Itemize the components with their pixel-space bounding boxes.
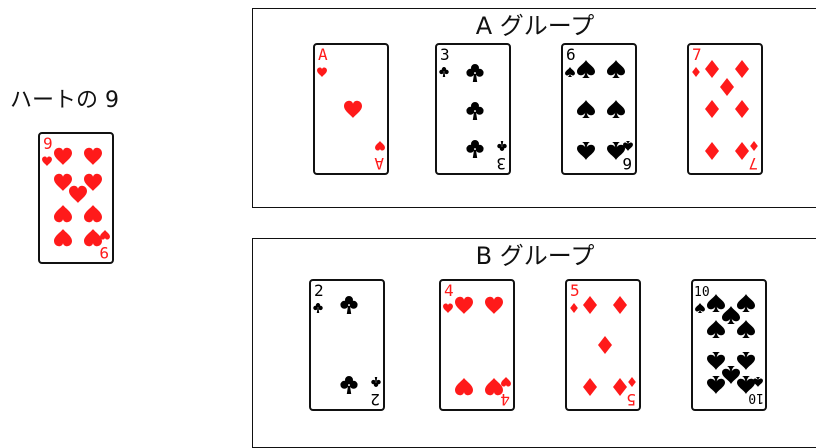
group-b-card-4[interactable]: 10 10: [691, 279, 767, 411]
group-a-card-1-face: AA: [313, 43, 389, 175]
group-b-card-4-face: 10 10: [691, 279, 767, 411]
group-b-card-1-rank-bottom: 2: [370, 390, 380, 409]
group-b-title: B グループ: [253, 243, 816, 269]
featured-card-label: ハートの 9: [10, 82, 119, 114]
group-a-card-3-face: 66: [561, 43, 637, 175]
group-a-card-2-face: 33: [435, 43, 511, 175]
group-a-card-2-rank-top: 3: [440, 45, 450, 64]
group-a-card-1-rank-bottom: A: [374, 154, 384, 173]
group-b-card-4-rank-top: 10: [694, 285, 710, 300]
group-a-title: A グループ: [253, 13, 816, 39]
group-a-card-4-rank-bottom: 7: [748, 154, 758, 173]
group-b-card-4-rank-bottom: 10: [748, 390, 764, 405]
group-b-card-2-face: 44: [439, 279, 515, 411]
group-a-card-4-face: 77: [687, 43, 763, 175]
group-a-card-4-rank-top: 7: [692, 45, 702, 64]
featured-card-face: 99: [38, 132, 114, 264]
group-b-card-3-rank-top: 5: [570, 281, 580, 300]
featured-card-rank-top: 9: [43, 134, 53, 153]
group-b-card-3-rank-bottom: 5: [626, 390, 636, 409]
group-a-card-3-rank-bottom: 6: [622, 154, 632, 173]
group-b-card-1-rank-top: 2: [314, 281, 324, 300]
group-a-card-3-rank-top: 6: [566, 45, 576, 64]
group-a-card-2-rank-bottom: 3: [496, 154, 506, 173]
group-b-card-3-face: 55: [565, 279, 641, 411]
featured-card-rank-bottom: 9: [99, 243, 109, 262]
group-b-card-1-face: 22: [309, 279, 385, 411]
group-a-card-1-rank-top: A: [318, 45, 328, 64]
group-b-card-2-rank-top: 4: [444, 281, 454, 300]
